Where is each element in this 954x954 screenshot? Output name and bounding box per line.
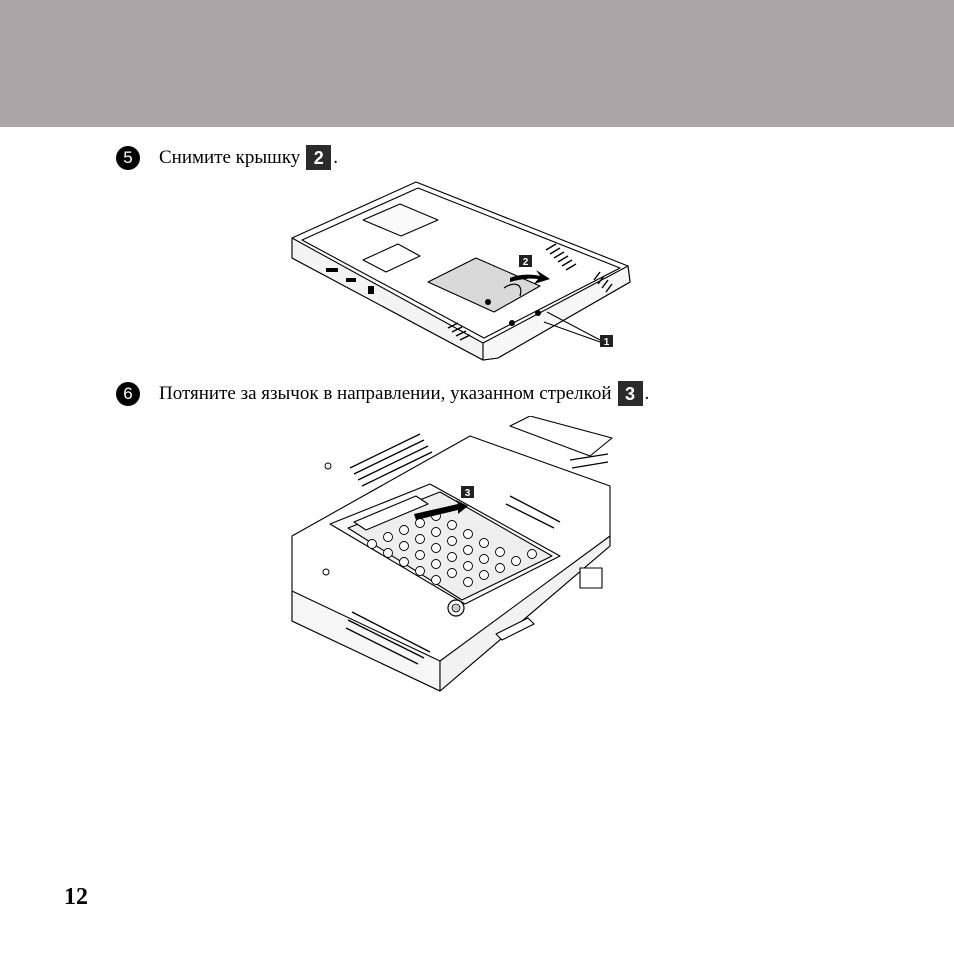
- step-5: 5 Снимите крышку 2 .: [116, 145, 338, 170]
- pull-tab: [353, 495, 429, 531]
- step-end-punct: .: [333, 146, 339, 168]
- callout-badge: 3: [617, 381, 643, 406]
- callout-1-label: 1: [604, 337, 610, 348]
- step-end-punct: .: [644, 382, 650, 404]
- callout-3-marker: [461, 486, 474, 498]
- figure-pull-tab: 3: [291, 416, 613, 692]
- header-band: [0, 0, 954, 127]
- step-6: 6 Потяните за язычок в направлении, указ…: [116, 381, 649, 406]
- step-number: 5: [116, 145, 140, 170]
- callout-badge: 2: [306, 145, 332, 170]
- cover-panel: [427, 257, 541, 313]
- callout-1-marker: [600, 335, 613, 347]
- callout-3-label: 3: [465, 488, 471, 499]
- callout-2-marker: [519, 255, 532, 267]
- step-number: 6: [116, 381, 140, 406]
- figure-remove-cover: 2 1: [291, 181, 631, 361]
- page-number: 12: [64, 884, 88, 910]
- callout-2-label: 2: [523, 257, 529, 268]
- step-text: Снимите крышку: [159, 146, 301, 168]
- step-text: Потяните за язычок в направлении, указан…: [159, 382, 612, 404]
